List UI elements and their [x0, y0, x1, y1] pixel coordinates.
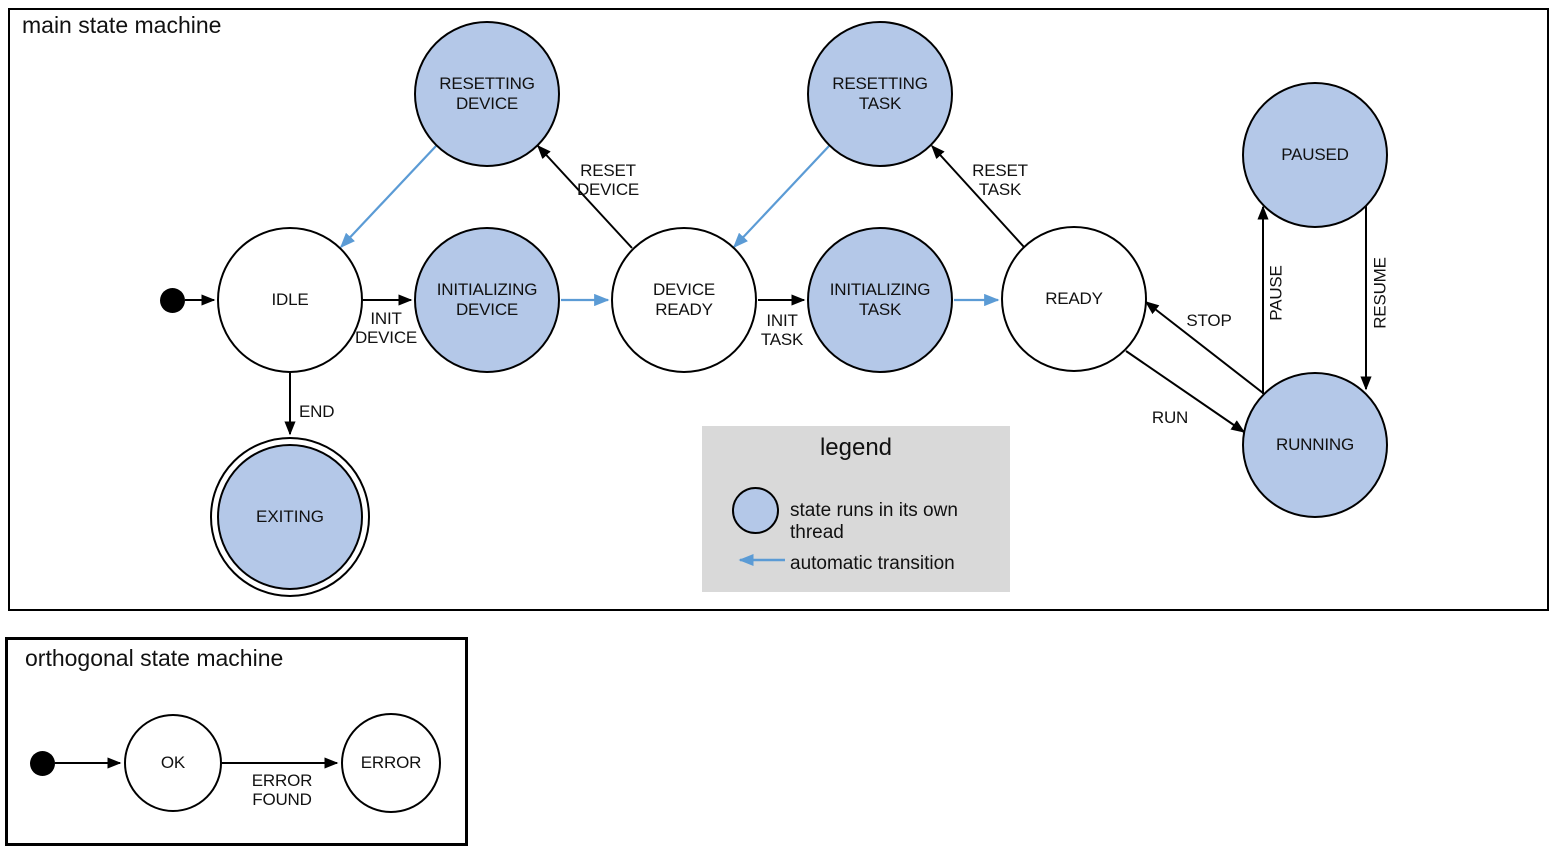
- initial-state-dot-orthogonal: [30, 751, 55, 776]
- state-initializing-device: INITIALIZING DEVICE: [414, 227, 560, 373]
- transition-label-stop: STOP: [1186, 311, 1232, 330]
- orthogonal-state-machine-panel: [5, 637, 468, 846]
- legend-panel: legend state runs in its own thread auto…: [702, 426, 1010, 592]
- transition-label-reset-device: RESET DEVICE: [576, 161, 640, 199]
- transition-label-init-task: INIT TASK: [760, 311, 804, 349]
- state-resetting-device-label: RESETTING DEVICE: [439, 74, 535, 113]
- legend-threaded-state-label: state runs in its own thread: [790, 500, 958, 543]
- state-idle-label: IDLE: [271, 290, 309, 309]
- legend-auto-arrow-icon: [729, 553, 787, 572]
- state-idle: IDLE: [217, 227, 363, 373]
- transition-label-init-device: INIT DEVICE: [354, 309, 418, 347]
- state-paused-label: PAUSED: [1281, 145, 1349, 164]
- transition-label-resume: RESUME: [1370, 257, 1390, 329]
- transition-label-end: END: [299, 402, 335, 421]
- state-exiting-inner-circle: EXITING: [217, 444, 363, 590]
- state-initializing-task-label: INITIALIZING TASK: [829, 280, 931, 319]
- transition-label-reset-task: RESET TASK: [972, 161, 1028, 199]
- state-ready-label: READY: [1045, 289, 1103, 308]
- state-exiting-label: EXITING: [255, 507, 324, 526]
- state-paused: PAUSED: [1242, 82, 1388, 228]
- state-running-label: RUNNING: [1276, 435, 1354, 454]
- state-ok-label: OK: [160, 753, 186, 772]
- initial-state-dot-main: [160, 288, 185, 313]
- transition-label-run: RUN: [1151, 408, 1189, 427]
- legend-threaded-state-swatch: [732, 487, 779, 534]
- state-ready: READY: [1001, 226, 1147, 372]
- state-resetting-task-label: RESETTING TASK: [832, 74, 928, 113]
- state-error-label: ERROR: [360, 753, 422, 772]
- state-device-ready-label: DEVICE READY: [652, 280, 716, 319]
- orthogonal-state-machine-title: orthogonal state machine: [25, 645, 284, 671]
- state-error: ERROR: [341, 713, 441, 813]
- transition-label-error-found: ERROR FOUND: [251, 771, 313, 809]
- state-ok: OK: [124, 714, 222, 812]
- state-running: RUNNING: [1242, 372, 1388, 518]
- transition-label-pause: PAUSE: [1266, 265, 1286, 321]
- legend-auto-transition-label: automatic transition: [790, 553, 955, 574]
- main-state-machine-panel: [8, 8, 1549, 611]
- state-exiting: EXITING: [210, 437, 370, 597]
- legend-title: legend: [819, 434, 893, 461]
- state-resetting-device: RESETTING DEVICE: [414, 21, 560, 167]
- main-state-machine-title: main state machine: [22, 12, 222, 38]
- state-initializing-task: INITIALIZING TASK: [807, 227, 953, 373]
- state-initializing-device-label: INITIALIZING DEVICE: [436, 280, 538, 319]
- state-device-ready: DEVICE READY: [611, 227, 757, 373]
- state-resetting-task: RESETTING TASK: [807, 21, 953, 167]
